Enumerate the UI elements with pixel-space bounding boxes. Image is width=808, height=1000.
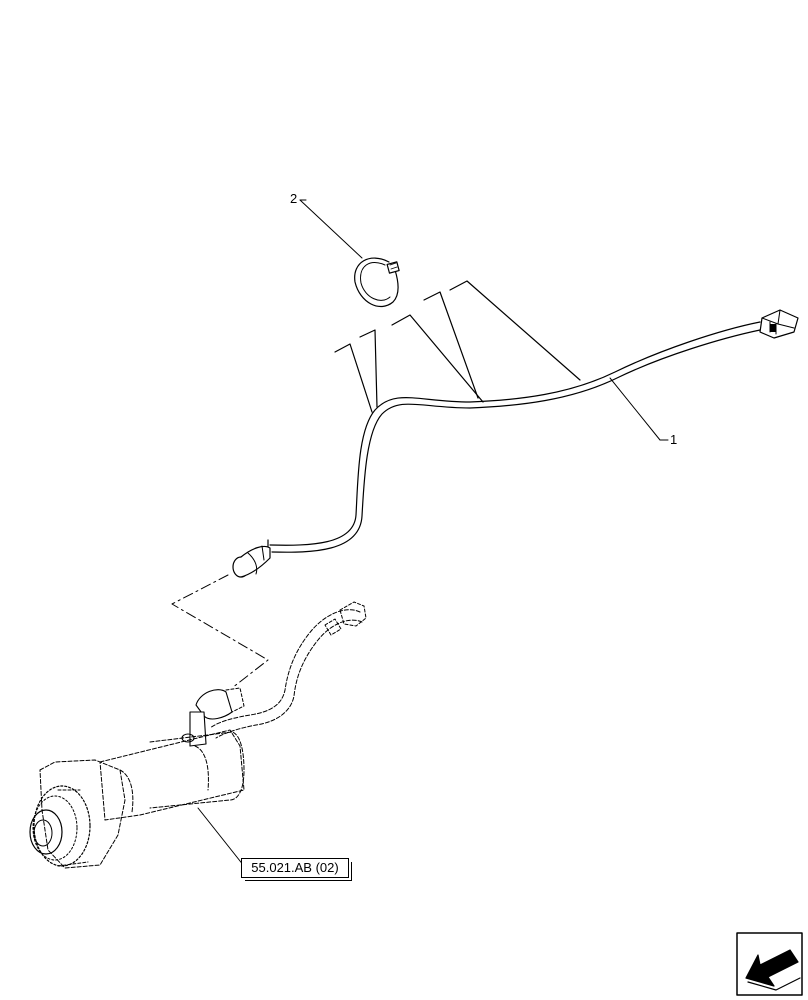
clip-marker-5 — [449, 280, 581, 381]
harness-connector — [759, 309, 799, 339]
starter-motor-assembly — [29, 601, 367, 869]
clip-marker-1 — [334, 343, 373, 413]
reference-label[interactable]: 55.021.AB (02) — [241, 858, 352, 881]
callout-1: 1 — [670, 432, 678, 447]
clip-marker-2 — [359, 329, 378, 408]
cable-tie — [354, 257, 400, 308]
leader-line-ref — [197, 807, 245, 867]
leader-line-1 — [609, 377, 661, 441]
wiring-harness — [232, 280, 799, 578]
callout-2: 2 — [290, 191, 298, 206]
harness-sensor — [232, 539, 271, 578]
clip-marker-4 — [423, 291, 479, 399]
connection-line — [171, 574, 269, 689]
leader-line-2 — [299, 199, 363, 259]
arrow-left-down-icon[interactable] — [736, 932, 803, 996]
clip-marker-3 — [391, 314, 484, 403]
